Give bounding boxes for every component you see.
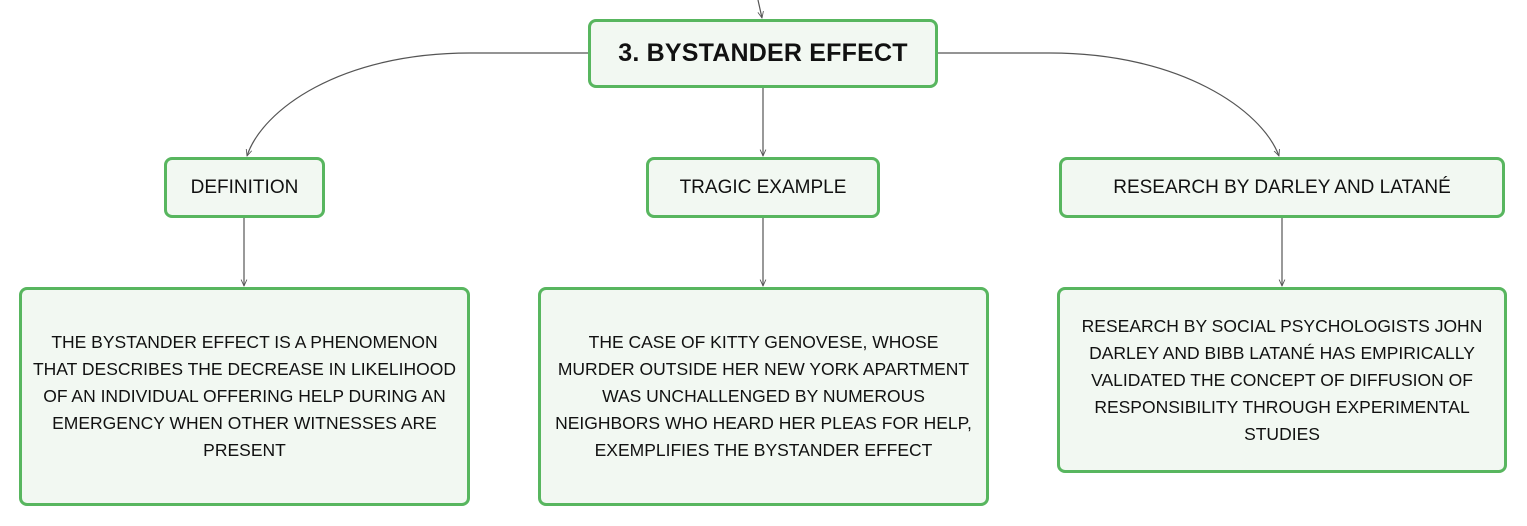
topic-node-label: TRAGIC EXAMPLE (679, 176, 847, 198)
topic-node-definition[interactable]: DEFINITION (164, 157, 325, 218)
detail-node-text: THE CASE OF KITTY GENOVESE, WHOSE MURDER… (555, 332, 972, 460)
topic-node-label: RESEARCH BY DARLEY AND LATANÉ (1113, 176, 1451, 198)
detail-node-text: THE BYSTANDER EFFECT IS A PHENOMENON THA… (32, 332, 457, 460)
detail-node-text: RESEARCH BY SOCIAL PSYCHOLOGISTS JOHN DA… (1081, 315, 1483, 444)
topic-node-research[interactable]: RESEARCH BY DARLEY AND LATANÉ (1059, 157, 1505, 218)
detail-node-definition[interactable]: THE BYSTANDER EFFECT IS A PHENOMENON THA… (19, 287, 470, 506)
topic-node-label: DEFINITION (190, 176, 299, 198)
root-node-label: 3. BYSTANDER EFFECT (618, 39, 908, 67)
connector-root-research (938, 52, 1279, 156)
detail-node-research[interactable]: RESEARCH BY SOCIAL PSYCHOLOGISTS JOHN DA… (1057, 287, 1507, 473)
connector-root-definition (247, 52, 588, 156)
detail-node-tragic-example[interactable]: THE CASE OF KITTY GENOVESE, WHOSE MURDER… (538, 287, 989, 506)
root-node[interactable]: 3. BYSTANDER EFFECT (588, 19, 938, 88)
topic-node-tragic-example[interactable]: TRAGIC EXAMPLE (646, 157, 880, 218)
incoming-connector (757, 0, 762, 18)
